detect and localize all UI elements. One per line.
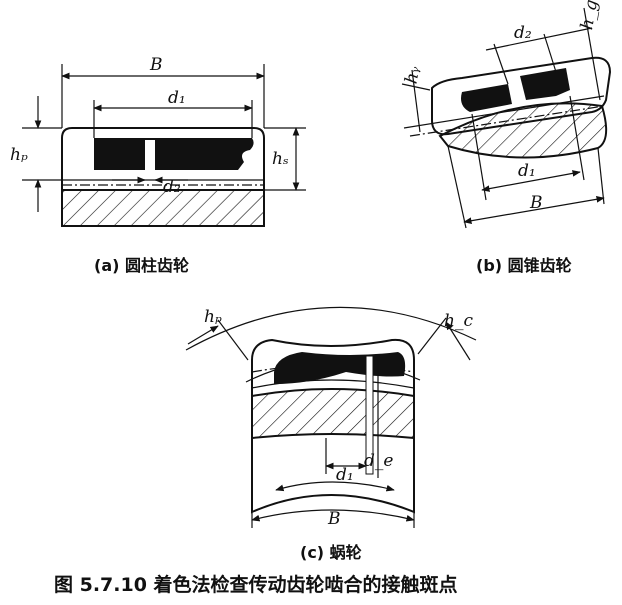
- panel-b-tooth-outline: [431, 56, 612, 136]
- panel-b-label-hg: h_g: [577, 0, 602, 31]
- panel-c-worm-wheel: hₚ h_c d₁ d_e B (c) 蜗轮: [185, 306, 477, 562]
- panel-a-tooth-outline: [61, 127, 265, 226]
- figure-caption: 图 5.7.10 着色法检查传动齿轮啮合的接触斑点: [54, 573, 458, 596]
- panel-c-hp-dimension: [217, 319, 249, 361]
- panel-b-hg-dimension: [583, 7, 601, 101]
- panel-b-label-d1: d₁: [518, 161, 536, 181]
- panel-c-root-line: [251, 379, 415, 389]
- panel-b-bevel-gear: d₂ h_g hᵧ d₁ B (b) 圆锥齿轮: [401, 0, 612, 275]
- panel-b-pitch-line: [409, 105, 605, 137]
- panel-a-label-hp: hₚ: [10, 145, 28, 165]
- panel-b-label-B: B: [529, 193, 543, 213]
- panel-a-label-B: B: [149, 55, 163, 75]
- panel-b-d1-dimension: [481, 170, 581, 192]
- panel-b-label-hy: hᵧ: [401, 64, 424, 85]
- panel-a-hatched-base: [61, 189, 265, 227]
- panel-b-contact-patch-right: [520, 68, 570, 100]
- panel-a-label-d2: d₂: [163, 177, 181, 197]
- panel-b-label-d2: d₂: [514, 23, 532, 43]
- panel-c-label-d1: d₁: [336, 465, 354, 485]
- panel-a-label-hs: hₛ: [272, 149, 289, 169]
- panel-a-cylindrical-gear: B d₁ d₂ hₚ hₛ (a) 圆柱齿轮: [10, 55, 306, 275]
- panel-c-d1-arc: [275, 481, 395, 492]
- panel-c-B-dimension: [251, 509, 415, 522]
- panel-c-label-B: B: [327, 509, 341, 529]
- panel-c-label-hp: hₚ: [204, 307, 222, 327]
- panel-a-patch-gap: [145, 140, 155, 170]
- panel-c-label-hc: h_c: [444, 311, 473, 331]
- panel-a-label-d1: d₁: [168, 88, 186, 108]
- panel-a-caption: (a) 圆柱齿轮: [94, 256, 189, 275]
- panel-c-outer-arc: [185, 306, 477, 351]
- panel-b-hy-dimension: [411, 69, 421, 133]
- panel-b-caption: (b) 圆锥齿轮: [476, 256, 572, 275]
- panel-c-tooth-outline: [251, 338, 415, 514]
- panel-c-hc-dimension: [417, 317, 447, 355]
- panel-c-patch-gap: [365, 355, 374, 475]
- panel-c-contact-patch: [274, 352, 406, 384]
- panel-a-contact-patch: [94, 138, 254, 170]
- panel-c-caption: (c) 蜗轮: [300, 543, 362, 562]
- panel-b-contact-patch-left: [461, 84, 512, 112]
- panel-c-label-de: d_e: [364, 451, 393, 471]
- panel-b-d2-dimension: [485, 27, 593, 51]
- panel-b-hatched-base: [438, 102, 608, 159]
- panel-b-B-dimension: [463, 195, 605, 225]
- panel-c-hatched-band: [251, 388, 415, 440]
